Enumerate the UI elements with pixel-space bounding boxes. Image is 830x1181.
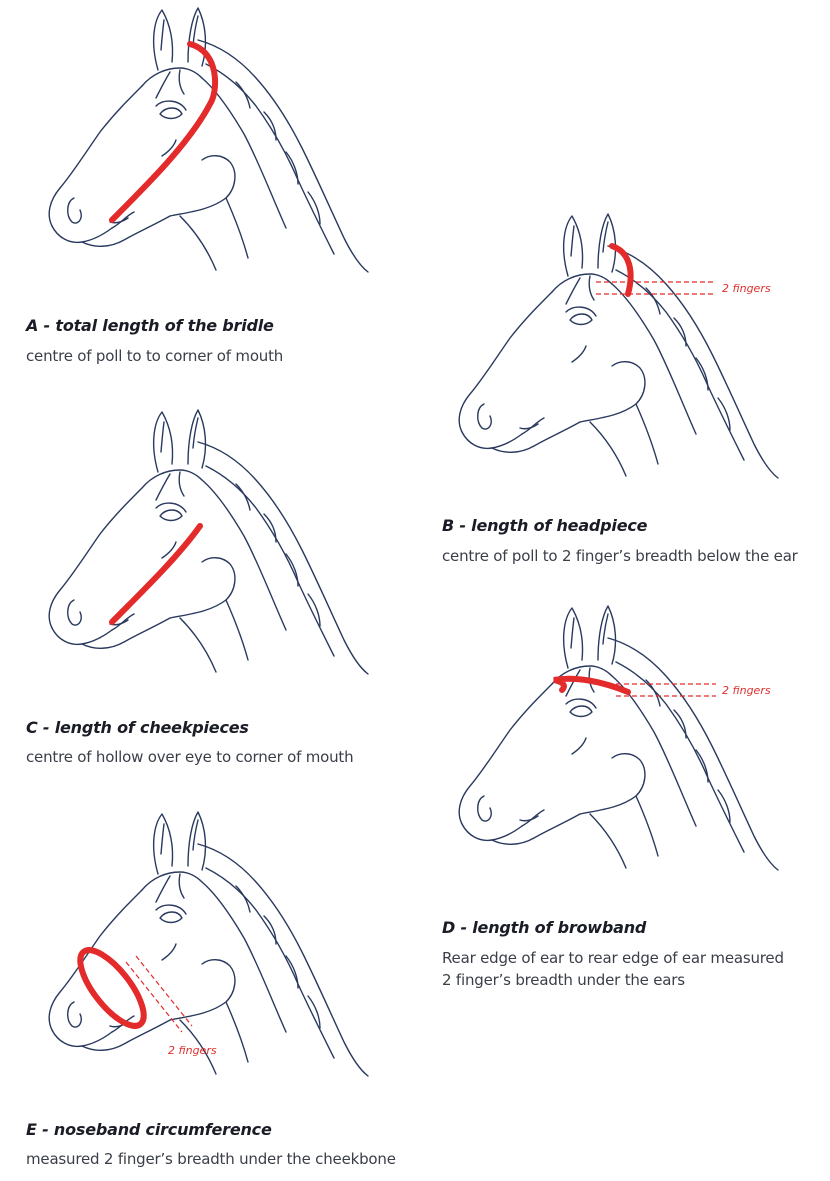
- panel-b-description: centre of poll to 2 finger’s breadth bel…: [442, 547, 798, 565]
- panel-a-description: centre of poll to to corner of mouth: [26, 347, 284, 365]
- horse-diagram-b: 2 fingers: [458, 213, 779, 479]
- measure-line-a: [109, 41, 219, 223]
- measure-line-d: [553, 675, 631, 695]
- panel-d-description-line2: 2 finger’s breadth under the ears: [442, 971, 685, 989]
- horse-diagram-d: 2 fingers: [458, 605, 779, 871]
- panel-b-title: B - length of headpiece: [442, 516, 648, 535]
- panel-d-title: D - length of browband: [442, 918, 647, 937]
- horse-diagram-e: 2 fingers: [48, 811, 369, 1077]
- panel-c-description: centre of hollow over eye to corner of m…: [26, 748, 354, 766]
- panel-d-description: Rear edge of ear to rear edge of ear mea…: [442, 947, 784, 991]
- measure-line-b: [609, 243, 634, 297]
- panel-a-title: A - total length of the bridle: [26, 316, 274, 335]
- panel-c-title: C - length of cheekpieces: [26, 718, 249, 737]
- panel-d-description-line1: Rear edge of ear to rear edge of ear mea…: [442, 949, 784, 967]
- horse-diagram-c: [48, 409, 369, 675]
- measure-line-c: [109, 523, 203, 625]
- panel-e-title: E - noseband circumference: [26, 1120, 272, 1139]
- fingers-guide-e-2: [135, 955, 193, 1027]
- horse-diagram-a: [48, 7, 369, 273]
- measure-ellipse-e: [77, 947, 147, 1029]
- fingers-guide-e-1: [125, 961, 183, 1033]
- panel-e-description: measured 2 finger’s breadth under the ch…: [26, 1150, 396, 1168]
- fingers-label-e: 2 fingers: [168, 1044, 217, 1057]
- fingers-label-d: 2 fingers: [722, 684, 771, 697]
- fingers-label-b: 2 fingers: [722, 282, 771, 295]
